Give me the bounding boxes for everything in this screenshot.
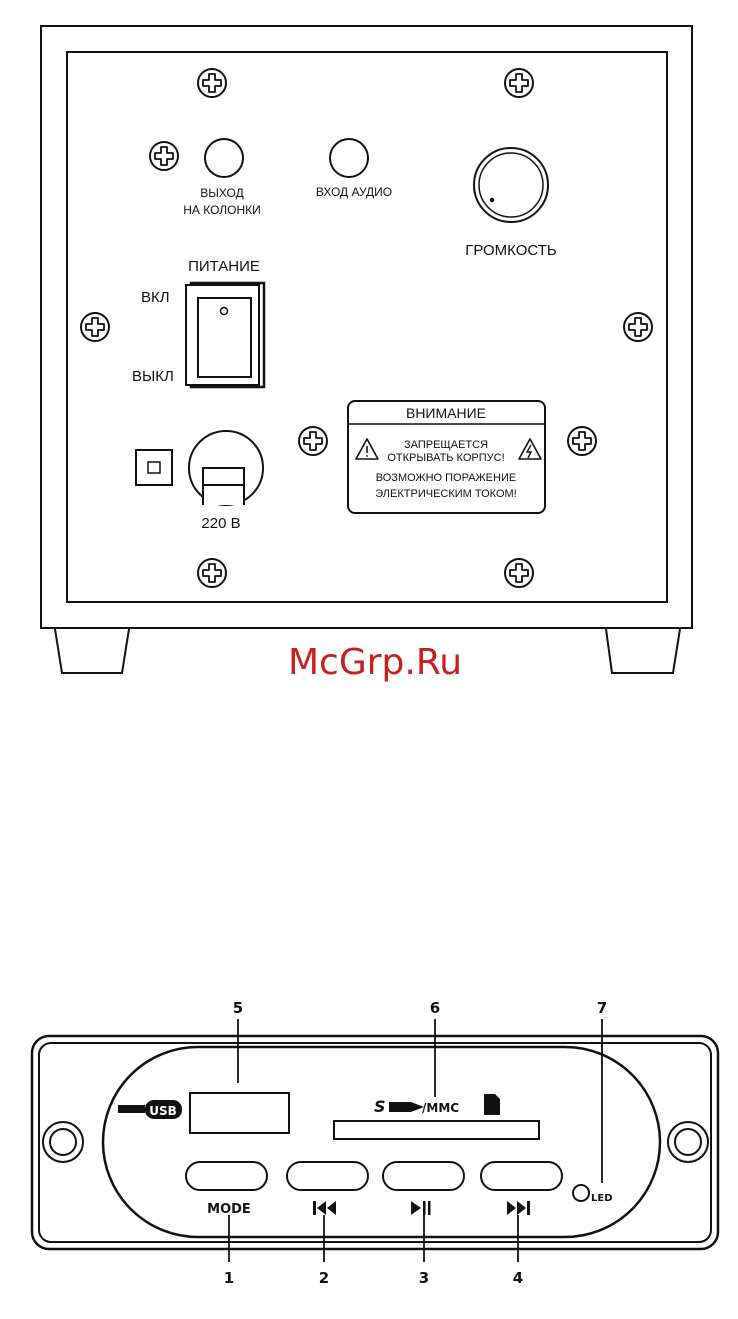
- callout-number: 2: [319, 1269, 329, 1287]
- audio-input-label: ВХОД АУДИО: [316, 185, 392, 199]
- next-button: [481, 1162, 562, 1190]
- led-label: LED: [591, 1193, 613, 1204]
- screw-icon: [505, 559, 533, 587]
- usb-port: [190, 1093, 289, 1133]
- volume-label: ГРОМКОСТЬ: [465, 242, 557, 259]
- right-foot: [606, 629, 680, 673]
- play-pause-button: [383, 1162, 464, 1190]
- fuse-holder: [136, 450, 172, 485]
- screw-icon: [81, 313, 109, 341]
- speaker-output-label-line1: ВЫХОД: [200, 186, 243, 200]
- mode-label: MODE: [207, 1202, 251, 1217]
- screw-icon: [624, 313, 652, 341]
- warning-line3: ВОЗМОЖНО ПОРАЖЕНИЕ: [376, 472, 516, 484]
- volume-knob-inner: [479, 153, 543, 217]
- previous-button: [287, 1162, 368, 1190]
- watermark-text: McGrp.Ru: [288, 642, 462, 683]
- rear-panel-inner-frame: [67, 52, 667, 602]
- warning-title: ВНИМАНИЕ: [406, 405, 486, 421]
- mmc-label: /MMC: [422, 1101, 459, 1115]
- power-on-label: ВКЛ: [141, 289, 170, 306]
- speaker-output-jack: [205, 139, 243, 177]
- callout-number: 7: [597, 999, 607, 1017]
- power-rocker-switch: [186, 283, 264, 387]
- screw-icon: [568, 427, 596, 455]
- rear-panel: ВЫХОД НА КОЛОНКИ ВХОД АУДИО ГРОМКОСТЬ ПИ…: [41, 26, 692, 673]
- volume-knob-indicator: [490, 198, 494, 202]
- screw-icon: [150, 142, 178, 170]
- mounting-hole-left: [43, 1122, 83, 1162]
- mains-cable-entry: [189, 431, 263, 505]
- callout-number: 5: [233, 999, 243, 1017]
- callout-number: 3: [419, 1269, 429, 1287]
- screw-icon: [198, 69, 226, 97]
- warning-line2: ОТКРЫВАТЬ КОРПУС!: [387, 452, 504, 464]
- sd-card-slot: [334, 1121, 539, 1139]
- front-face-plate: [103, 1047, 660, 1237]
- callout-number: 6: [430, 999, 440, 1017]
- front-module: USB S /MMC MODE: [32, 999, 718, 1287]
- left-foot: [55, 629, 129, 673]
- power-off-label: ВЫКЛ: [132, 368, 174, 385]
- warning-line1: ЗАПРЕЩАЕТСЯ: [404, 439, 488, 451]
- usb-label: USB: [149, 1104, 177, 1118]
- svg-text:S: S: [374, 1097, 386, 1116]
- screw-icon: [299, 427, 327, 455]
- speaker-output-label-line2: НА КОЛОНКИ: [183, 203, 261, 217]
- mounting-hole-right: [668, 1122, 708, 1162]
- warning-line4: ЭЛЕКТРИЧЕСКИМ ТОКОМ!: [375, 488, 516, 500]
- screw-icon: [505, 69, 533, 97]
- screw-icon: [198, 559, 226, 587]
- audio-input-jack: [330, 139, 368, 177]
- callout-number: 4: [513, 1269, 523, 1287]
- warning-plate: ВНИМАНИЕ ЗАПРЕЩАЕТСЯ ОТКРЫВАТЬ КОРПУС! В…: [348, 401, 545, 513]
- mode-button: [186, 1162, 267, 1190]
- callout-number: 1: [224, 1269, 234, 1287]
- sd-card-icon: [484, 1094, 500, 1115]
- led-indicator: [573, 1185, 589, 1201]
- power-label: ПИТАНИЕ: [188, 258, 260, 275]
- mains-voltage-label: 220 В: [201, 515, 240, 532]
